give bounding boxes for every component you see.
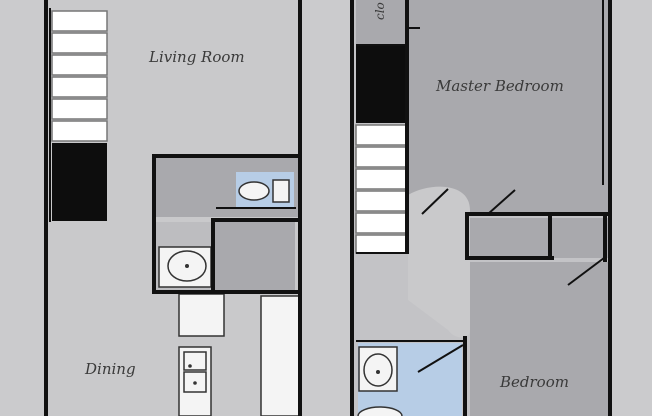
master-bedroom-label: Master Bedroom: [435, 77, 564, 95]
master-closet-area: [470, 218, 550, 258]
linen-closet-area: [356, 0, 406, 45]
second-floor: [350, 0, 612, 416]
bedroom-label: Bedroom: [499, 373, 569, 391]
dining-label: Dining: [84, 360, 136, 378]
stair-step: [355, 212, 407, 234]
stair-step: [51, 54, 108, 76]
stair-step: [355, 146, 407, 168]
second-floor-stairs: [355, 45, 407, 254]
living-room-label: Living Room: [148, 48, 245, 66]
stair-step: [51, 120, 108, 142]
stair-step: [355, 234, 407, 254]
kitchen-counter: [178, 293, 225, 337]
bedroom-area: [470, 262, 610, 416]
stair-step: [51, 76, 108, 98]
half-bath-sink-icon: [158, 246, 212, 288]
first-floor-stairs: [51, 10, 108, 221]
stair-step: [355, 190, 407, 212]
stair-step: [51, 98, 108, 120]
refrigerator: [260, 295, 300, 416]
bedroom-closet-area: [552, 218, 608, 258]
master-bedroom-area: [408, 0, 610, 213]
bathroom-toilet-icon: [357, 406, 403, 416]
stair-void: [52, 143, 107, 221]
first-floor: [44, 0, 302, 416]
closet-label: clo: [373, 2, 387, 20]
bathroom-sink-icon: [358, 346, 398, 392]
toilet-icon: [238, 179, 290, 203]
utility-closet: [215, 222, 295, 292]
hallway: [408, 186, 470, 338]
stair-step: [355, 168, 407, 190]
stair-step: [51, 10, 108, 32]
stair-void: [356, 45, 406, 123]
kitchen-sink-icon: [178, 346, 212, 416]
stair-step: [51, 32, 108, 54]
stair-step: [355, 124, 407, 146]
